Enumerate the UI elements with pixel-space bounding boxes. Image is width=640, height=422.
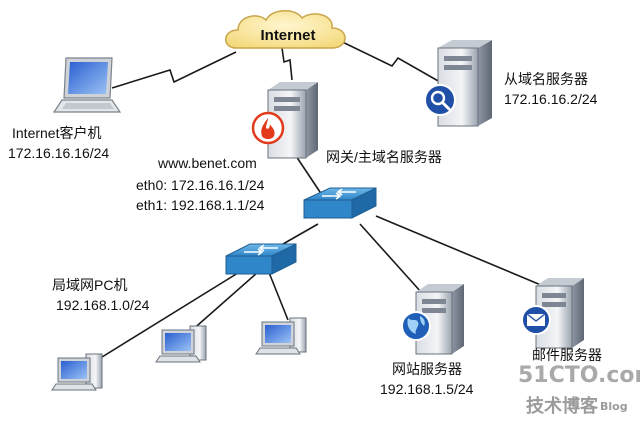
switch-front (225, 255, 273, 275)
gateway-domain-label: www.benet.com (157, 155, 257, 171)
server-side (452, 284, 464, 354)
web-server-ip-label: 192.168.1.5/24 (380, 381, 474, 397)
cloud-shape (225, 10, 346, 49)
gateway-master-dns-server: 网关/主域名服务器 www.benet.com eth0: 172.16.16.… (136, 82, 442, 213)
switch-side (271, 243, 297, 275)
link-switch-pc3 (267, 269, 289, 321)
client-name-label: Internet客户机 (12, 125, 101, 141)
link-switch-web (359, 223, 431, 303)
pc-screen (61, 361, 87, 379)
pc-screen (165, 333, 191, 351)
web-server: 网站服务器 192.168.1.5/24 (380, 284, 474, 397)
watermark-tagline: 技术博客 (526, 395, 599, 417)
lan-name-label: 局域网PC机 (52, 277, 127, 293)
server-side (572, 278, 584, 348)
51cto-watermark: 51CTO.com 技术博客 Blog (518, 363, 640, 417)
gateway-eth0-label: eth0: 172.16.16.1/24 (136, 177, 265, 193)
flame-icon (261, 118, 275, 139)
internet-client-laptop: Internet客户机 172.16.16.16/24 (8, 57, 122, 161)
switch-arrows-icon (322, 188, 356, 200)
cloud-label: Internet (260, 27, 315, 44)
server-top (536, 278, 584, 286)
client-ip-label: 172.16.16.16/24 (8, 145, 109, 161)
server-side (306, 82, 318, 158)
server-top (438, 40, 492, 48)
switch-front (303, 199, 353, 219)
internet-cloud: Internet (225, 10, 346, 49)
network-links (93, 35, 549, 363)
mail-server-name-label: 邮件服务器 (532, 347, 602, 363)
magnifier-icon (424, 84, 456, 116)
link-client-internet (111, 51, 237, 89)
switch-arrows-icon (244, 244, 278, 256)
lan-pc-2 (155, 325, 207, 363)
lan-subnet-label: 192.168.1.0/24 (56, 297, 150, 313)
slave-dns-server: 从域名服务器 172.16.16.2/24 (424, 40, 598, 127)
switch-side (351, 187, 377, 219)
mail-server: 邮件服务器 (521, 278, 602, 363)
slave-dns-name-label: 从域名服务器 (504, 71, 588, 87)
pc-keyboard (155, 355, 201, 363)
lan-pc-1 (51, 353, 103, 391)
link-switch-mail (375, 215, 549, 289)
watermark-blog: Blog (600, 400, 628, 413)
pc-keyboard (255, 347, 301, 355)
access-switch (225, 243, 297, 275)
gateway-name-label: 网关/主域名服务器 (326, 149, 442, 165)
slave-dns-ip-label: 172.16.16.2/24 (504, 91, 598, 107)
link-switch-pc1 (93, 267, 247, 363)
server-side (478, 40, 492, 126)
link-internet-gateway (281, 47, 293, 81)
link-internet-slave-dns (329, 35, 441, 83)
firewall-icon (251, 111, 285, 145)
core-switch (303, 187, 377, 219)
laptop-screen (68, 62, 108, 94)
server-top (268, 82, 318, 90)
pc-keyboard (51, 383, 97, 391)
lan-pc-3 (255, 317, 307, 355)
server-top (416, 284, 464, 292)
link-switch-pc2 (189, 271, 259, 333)
watermark-brand: 51CTO.com (518, 363, 640, 388)
web-server-name-label: 网站服务器 (392, 361, 462, 377)
gateway-eth1-label: eth1: 192.168.1.1/24 (136, 197, 265, 213)
pc-screen (265, 325, 291, 343)
